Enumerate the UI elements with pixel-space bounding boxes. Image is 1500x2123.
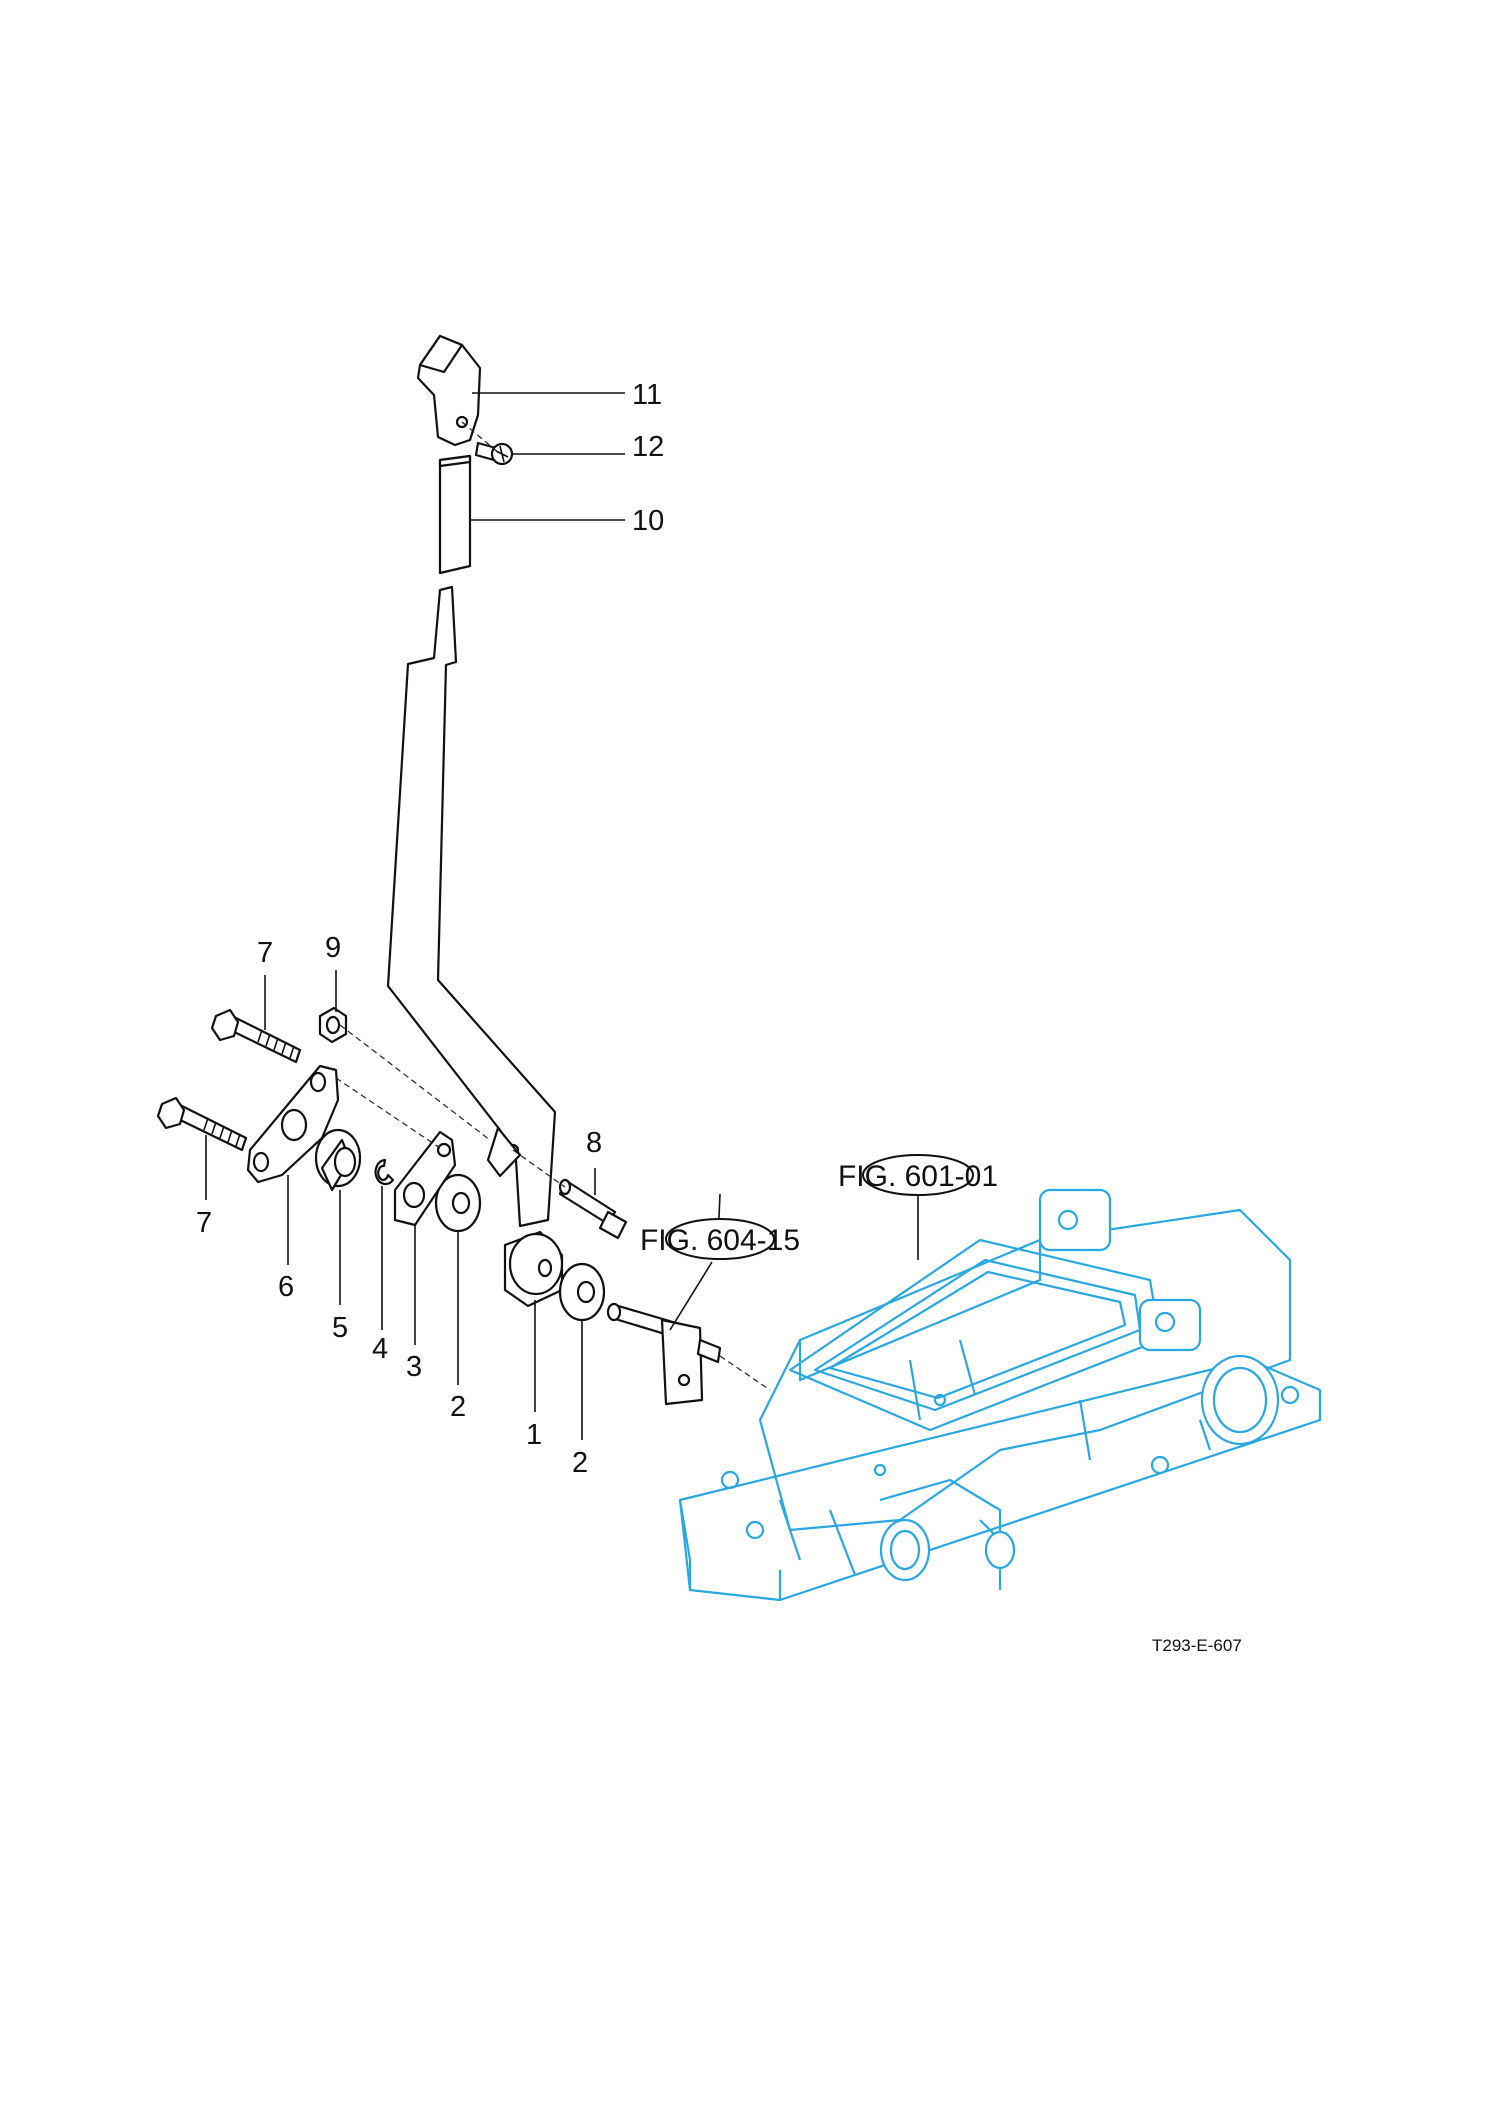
lever-boss: [503, 1230, 564, 1308]
callout-4: 4: [372, 1333, 388, 1365]
figure-ref-housing: FIG. 601-01: [838, 1154, 998, 1196]
callout-numbers: 11 12 10 9 7 7 6 5 4 3 2 1 2 8: [196, 379, 664, 1479]
callout-2-left: 2: [450, 1391, 466, 1423]
figure-ref-shaft-label: FIG. 604-15: [640, 1224, 800, 1257]
drawing-code: T293-E-607: [1152, 1636, 1242, 1655]
callout-10: 10: [632, 505, 664, 537]
bolt-lower: [156, 1096, 248, 1152]
callout-12: 12: [632, 431, 664, 463]
transmission-housing-reference: [678, 1188, 1322, 1602]
nut: [318, 1006, 348, 1044]
screw: [474, 441, 514, 466]
shift-shaft: [606, 1302, 722, 1406]
collar: [314, 1128, 362, 1192]
callout-2-right: 2: [572, 1447, 588, 1479]
callout-8: 8: [586, 1127, 602, 1159]
figure-ref-housing-label: FIG. 601-01: [838, 1160, 998, 1193]
callout-6: 6: [278, 1271, 294, 1303]
bolt-upper: [210, 1008, 302, 1064]
callout-7-lower: 7: [196, 1207, 212, 1239]
detent-plate: [393, 1130, 457, 1227]
snap-ring: [374, 1158, 395, 1186]
callout-3: 3: [406, 1351, 422, 1383]
callout-5: 5: [332, 1312, 348, 1344]
callout-11: 11: [632, 379, 662, 411]
pin: [558, 1178, 628, 1240]
washer-right: [558, 1262, 606, 1322]
lever-grip: [438, 454, 472, 575]
callout-7-upper: 7: [257, 937, 273, 969]
figure-ref-shaft: FIG. 604-15: [640, 1218, 800, 1260]
bracket-plate: [246, 1064, 340, 1184]
callout-1: 1: [526, 1419, 542, 1451]
gear-shift-lever: [386, 585, 557, 1228]
washer-left: [434, 1173, 482, 1233]
callout-9: 9: [325, 932, 341, 964]
